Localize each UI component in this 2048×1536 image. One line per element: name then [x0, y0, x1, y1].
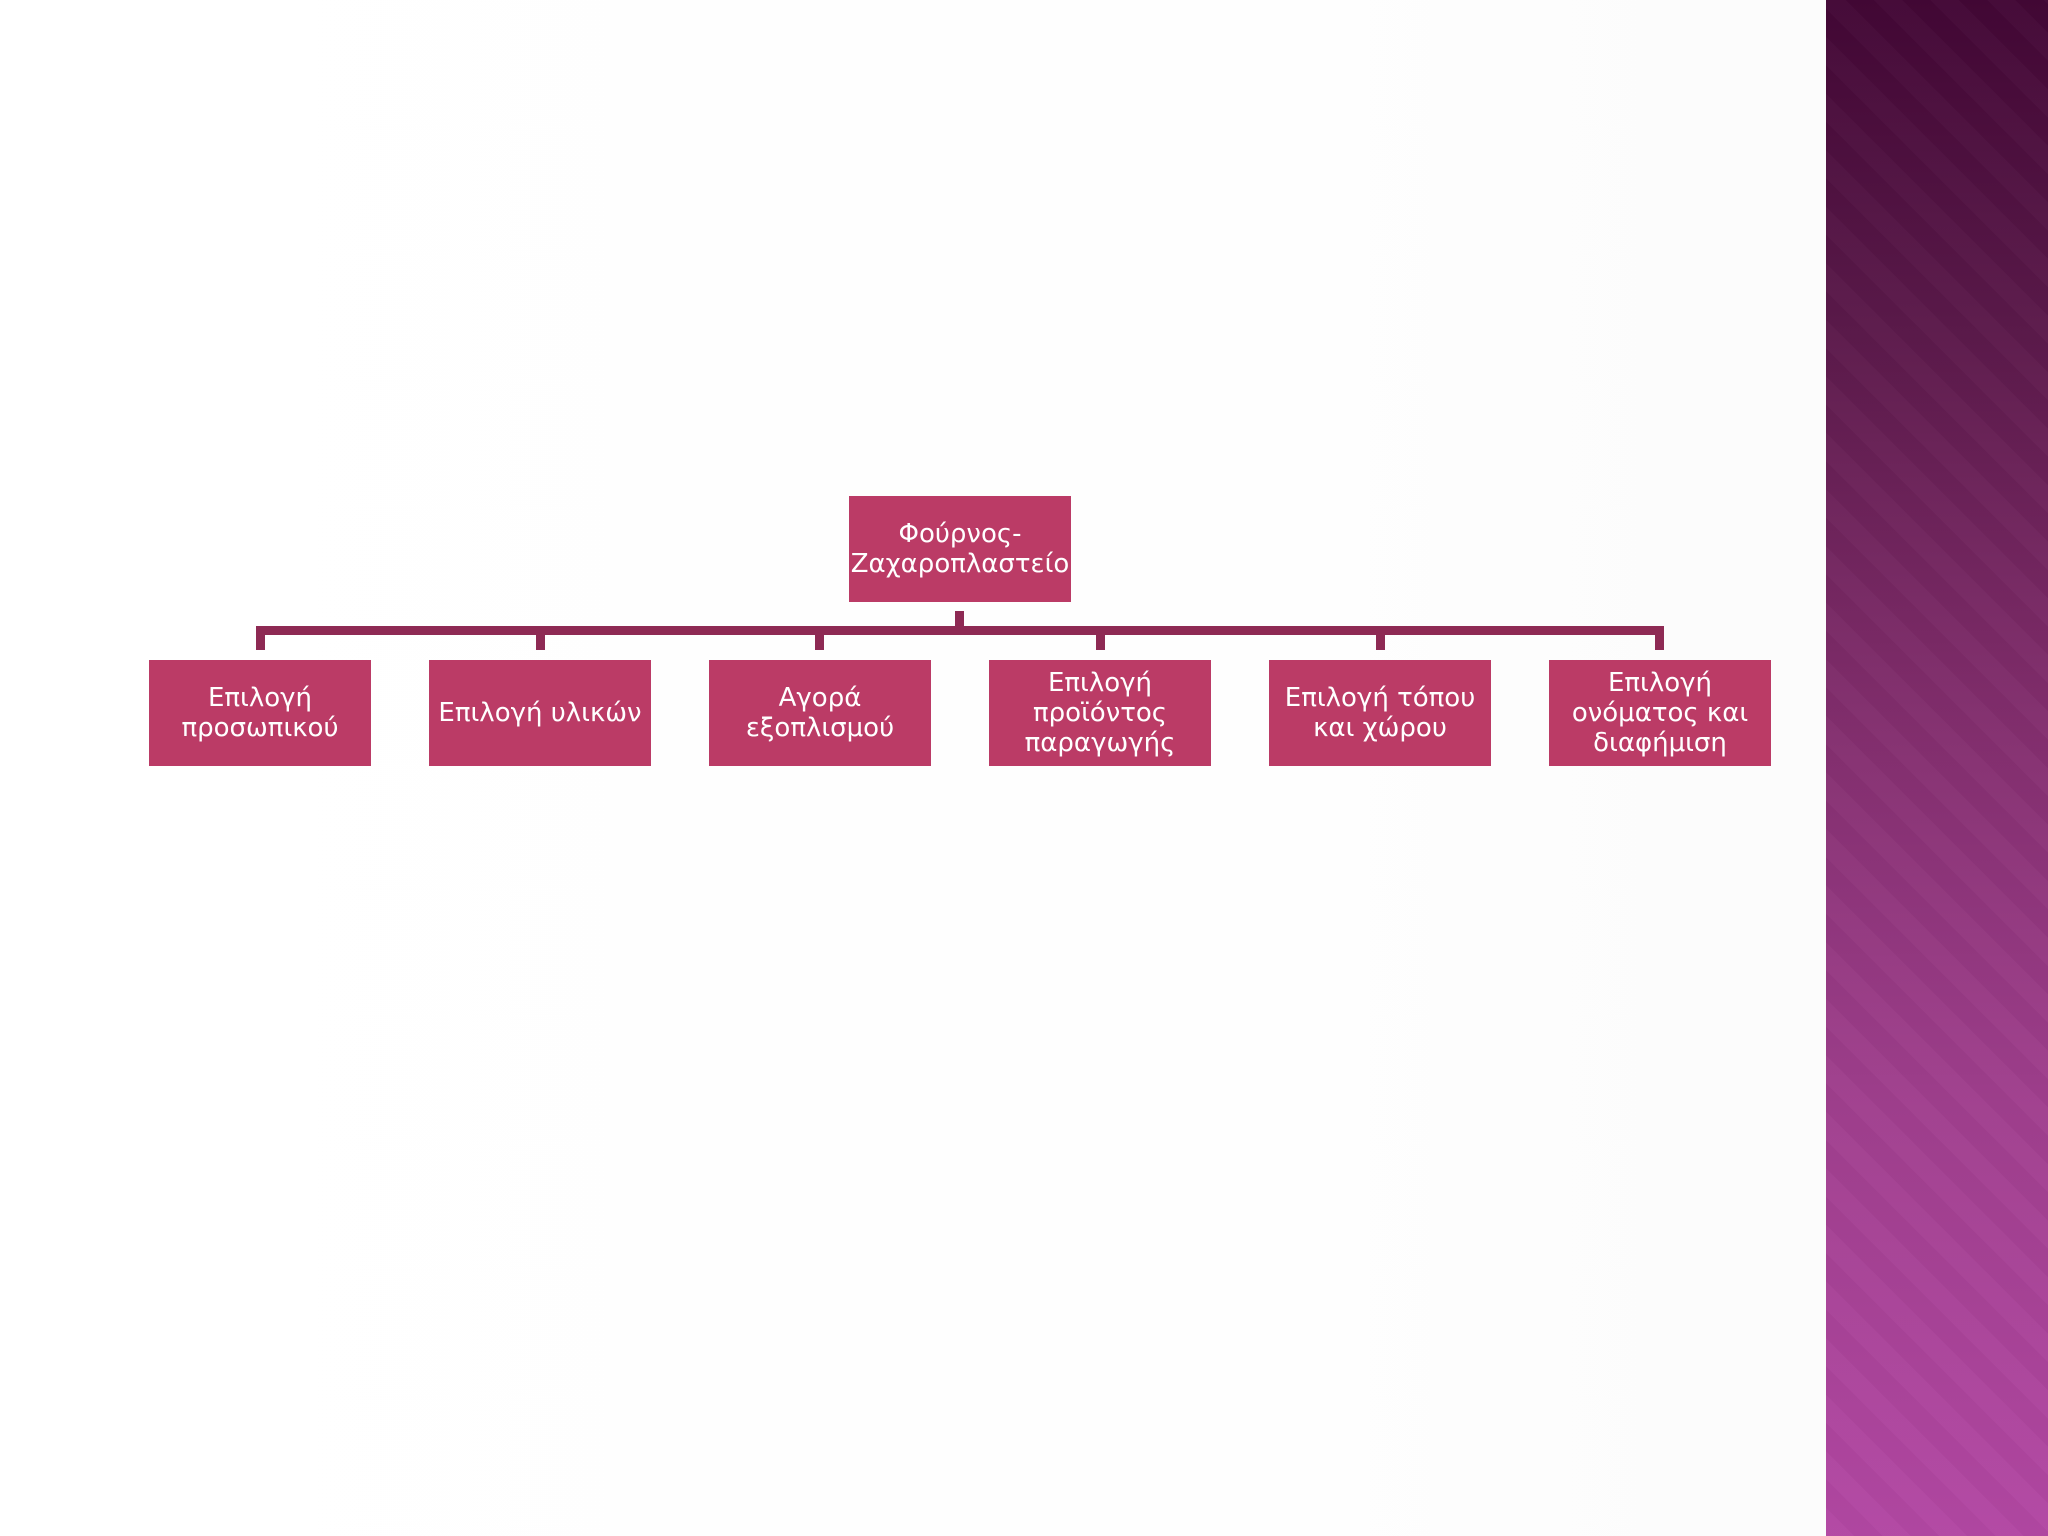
child-connector-stem-1: [256, 626, 265, 650]
child-connector-stem-6: [1655, 626, 1664, 650]
child-connector-stem-2: [536, 626, 545, 650]
child-node-location: Επιλογή τόπου και χώρου: [1269, 660, 1491, 766]
child-connector-stem-5: [1376, 626, 1385, 650]
child-node-product: Επιλογή προϊόντος παραγωγής: [989, 660, 1211, 766]
child-node-materials: Επιλογή υλικών: [429, 660, 651, 766]
child-node-equipment: Αγορά εξοπλισμού: [709, 660, 931, 766]
child-node-personnel: Επιλογή προσωπικού: [149, 660, 371, 766]
child-node-name-advertising: Επιλογή ονόματος και διαφήμιση: [1549, 660, 1771, 766]
horizontal-connector-bar: [256, 626, 1664, 635]
root-node: Φούρνος- Ζαχαροπλαστείο: [849, 496, 1071, 602]
child-connector-stem-4: [1096, 626, 1105, 650]
decorative-side-band: [1826, 0, 2048, 1536]
root-connector-stem: [955, 611, 964, 630]
child-connector-stem-3: [815, 626, 824, 650]
